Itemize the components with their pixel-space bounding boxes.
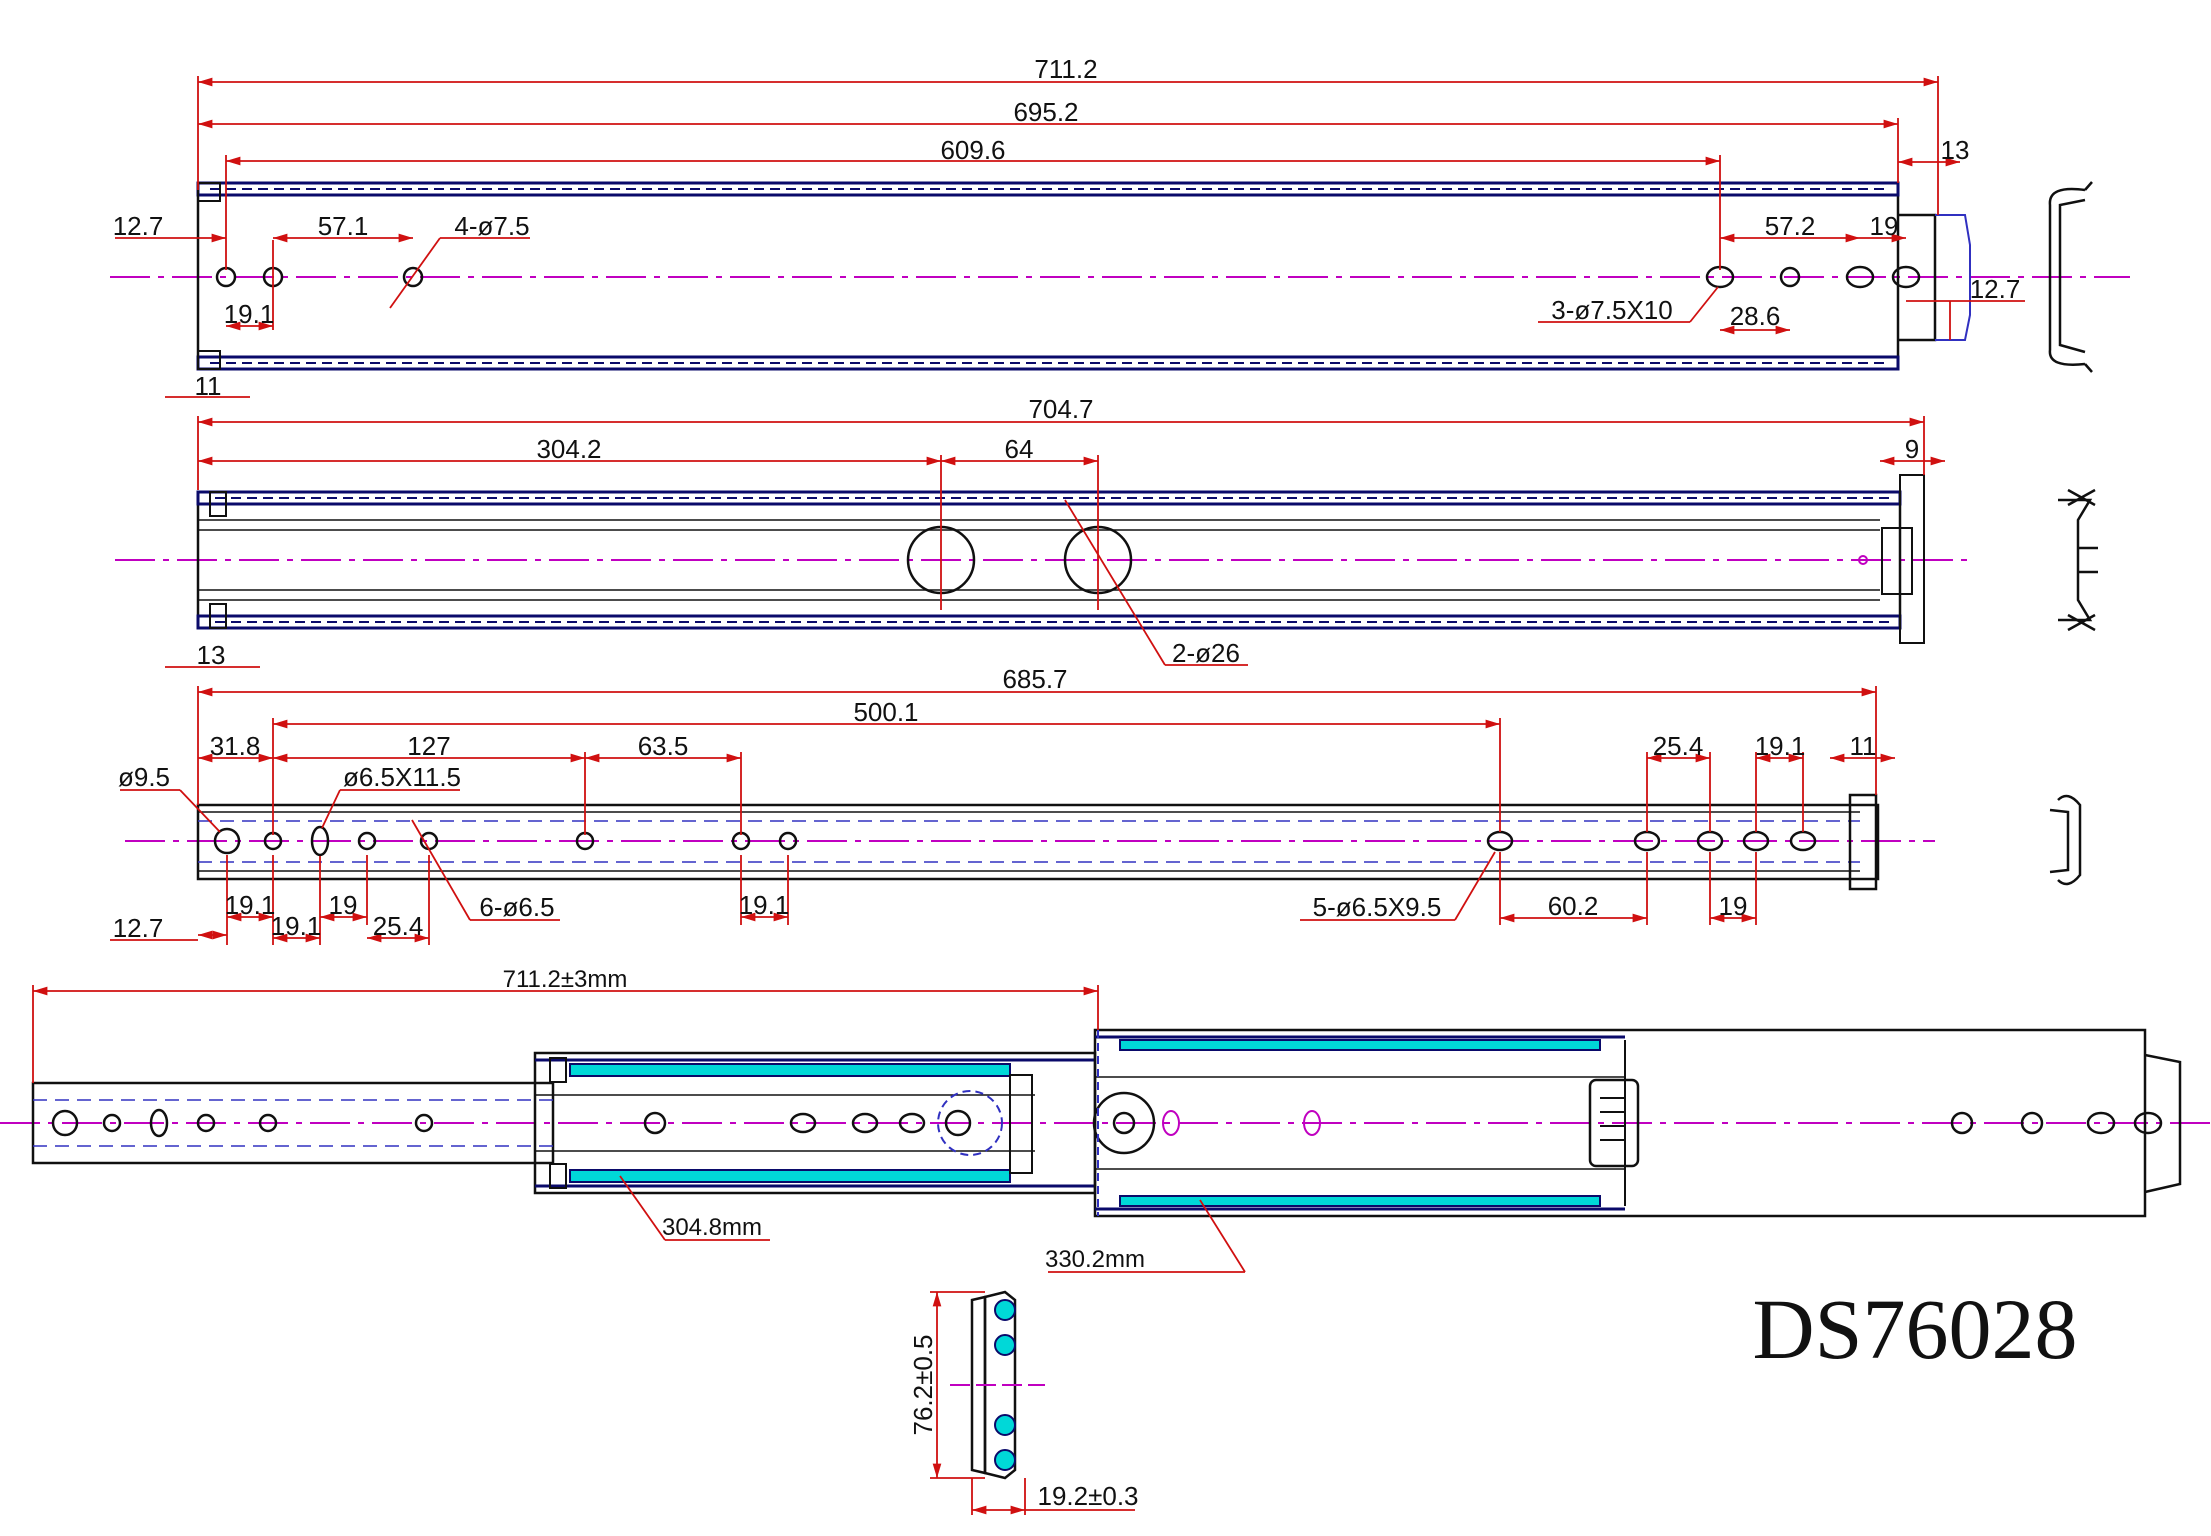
dimension-lines [32, 985, 1246, 1273]
dimension-lines [115, 76, 2025, 398]
end-tab [1898, 213, 1937, 342]
dim-small-left: 19.1 [224, 299, 275, 329]
dimension-lines [110, 686, 1895, 945]
member-outline [196, 803, 1880, 881]
dim-b19: 19 [329, 890, 358, 920]
dim-span: 500.1 [853, 697, 918, 727]
inner-member [31, 1081, 555, 1165]
view-inner-member: 685.7 500.1 31.8 127 63.5 25.4 19.1 11 ø… [110, 664, 2082, 945]
stop-block [1881, 527, 1913, 595]
dim-to-first-hole: 304.2 [536, 434, 601, 464]
dim-b19-a: 19.1 [225, 890, 276, 920]
mount-hole [402, 266, 424, 288]
mount-slot [1845, 265, 1875, 289]
end-profile-3 [2049, 794, 2082, 886]
ball-retainer-bottom [569, 1169, 1011, 1183]
dim-b25: 25.4 [373, 911, 424, 941]
dim-slots: 5-ø6.5X9.5 [1313, 892, 1442, 922]
dim-thickness: 19.2±0.3 [1037, 1481, 1138, 1511]
dim-12-7: 12.7 [113, 913, 164, 943]
cross-section-view: 76.2±0.5 19.2±0.3 [908, 1290, 1139, 1515]
dim-pitch-right: 57.2 [1765, 211, 1816, 241]
dim-slot: ø6.5X11.5 [343, 762, 461, 792]
dim-holes: 2-ø26 [1172, 638, 1240, 668]
dim-height: 76.2±0.5 [908, 1334, 938, 1435]
dim-right-end: 9 [1905, 434, 1919, 464]
mount-slot [1891, 265, 1921, 289]
end-cap [1848, 793, 1878, 891]
view-assembled-extended: 711.2±3mm 304.8mm 330.2mm [0, 966, 2211, 1273]
dim-left-edge: 12.7 [113, 211, 164, 241]
dim-right-19: 19 [1870, 211, 1899, 241]
dim-19-top: 19.1 [1755, 731, 1806, 761]
dim-inner-member: 304.8mm [662, 1214, 762, 1241]
dim-hole-pitch: 64 [1005, 434, 1034, 464]
dim-b19-b: 19.1 [271, 911, 322, 941]
large-hole [213, 827, 241, 855]
dim-holes-left: 4-ø7.5 [454, 211, 529, 241]
dim-right-edge: 12.7 [1970, 274, 2021, 304]
dim-outer-member: 330.2mm [1045, 1246, 1145, 1273]
dim-63: 63.5 [638, 731, 689, 761]
vertical-slot [310, 825, 330, 857]
end-profile-2 [2058, 488, 2098, 632]
model-number: DS76028 [1753, 1281, 2078, 1377]
dim-overall: 711.2 [1034, 54, 1097, 84]
dimension-lines [165, 416, 1945, 668]
ball-bearing [994, 1414, 1016, 1436]
ball-bearing [994, 1449, 1016, 1471]
ball-bearing [994, 1334, 1016, 1356]
dim-pitch-left: 57.1 [318, 211, 369, 241]
dim-25: 25.4 [1653, 731, 1704, 761]
ball-retainer-top [569, 1063, 1011, 1077]
dim-31: 31.8 [210, 731, 261, 761]
release-lever [1588, 1078, 1640, 1168]
view-intermediate-member: 704.7 304.2 64 9 13 2-ø26 [115, 394, 2098, 670]
dim-extension: 711.2±3mm [503, 966, 628, 993]
end-profile-1 [2048, 181, 2093, 373]
dim-holes: 6-ø6.5 [479, 892, 554, 922]
dim-overall: 704.7 [1028, 394, 1093, 424]
ball-bearing [994, 1299, 1016, 1321]
dim-11: 11 [1850, 731, 1877, 761]
dim-bottom-left: 11 [195, 371, 222, 401]
dim-b19-r: 19 [1719, 891, 1748, 921]
dim-big-hole: ø9.5 [118, 762, 170, 792]
dim-b19-c: 19.1 [739, 890, 790, 920]
dim-127: 127 [407, 731, 450, 761]
dim-end-gap: 13 [1941, 135, 1970, 165]
dimension-lines [930, 1291, 1135, 1515]
view-outer-member: 711.2 695.2 609.6 13 12.7 57.1 4-ø7.5 19… [110, 54, 2130, 401]
dim-mid: 695.2 [1013, 97, 1078, 127]
dim-inner: 609.6 [940, 135, 1005, 165]
dim-right-28: 28.6 [1730, 301, 1781, 331]
dim-slots-right: 3-ø7.5X10 [1551, 295, 1672, 325]
dim-overall: 685.7 [1002, 664, 1067, 694]
dim-60: 60.2 [1548, 891, 1599, 921]
dim-left-end: 13 [197, 640, 226, 670]
mount-hole [1779, 266, 1801, 288]
